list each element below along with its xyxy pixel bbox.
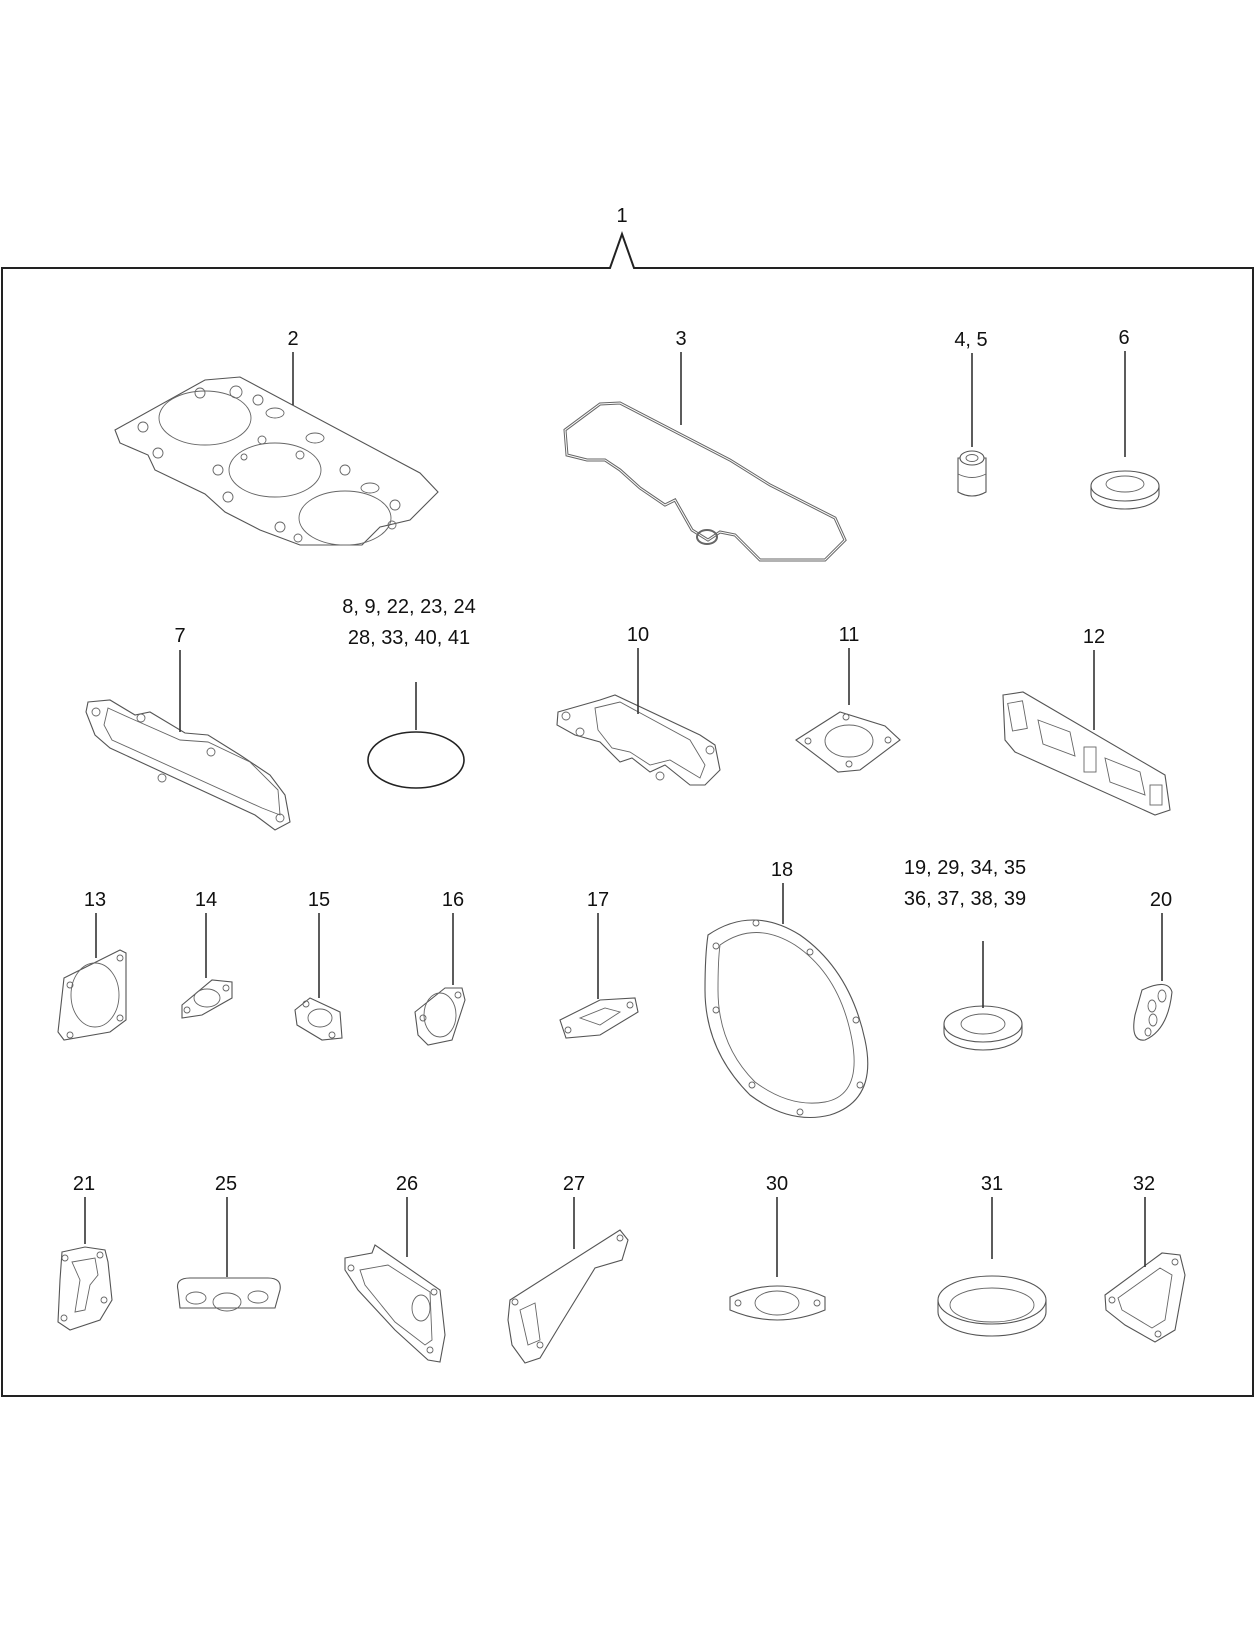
callout-number[interactable]: 3 <box>675 328 686 350</box>
gear-case-gasket-icon[interactable] <box>704 919 869 1118</box>
square-flange-gasket-icon[interactable] <box>57 949 127 1041</box>
callout-number[interactable]: 20 <box>1150 889 1172 911</box>
callout-number[interactable]: 16 <box>442 889 464 911</box>
oil-seal-icon[interactable] <box>1090 470 1160 510</box>
callout-number[interactable]: 25 <box>215 1173 237 1195</box>
callout-number[interactable]: 36, 37, 38, 39 <box>904 888 1026 910</box>
callout-number[interactable]: 31 <box>981 1173 1003 1195</box>
callout-number[interactable]: 18 <box>771 859 793 881</box>
callout-6[interactable]: 6 <box>1118 327 1130 457</box>
callout-12[interactable]: 12 <box>1083 626 1105 730</box>
callout-number[interactable]: 30 <box>766 1173 788 1195</box>
callout-labels: 2 3 4, 5 6 7 8, 9, 22, 23, 24 28, 33, 40, 41 10… <box>73 327 1172 1277</box>
callout-25[interactable]: 25 <box>215 1173 237 1277</box>
callout-number[interactable]: 14 <box>195 889 217 911</box>
callout-21[interactable]: 21 <box>73 1173 95 1244</box>
callout-14[interactable]: 14 <box>195 889 217 978</box>
small-flange-gasket-icon[interactable] <box>294 997 343 1041</box>
callout-number[interactable]: 8, 9, 22, 23, 24 <box>342 596 475 618</box>
o-ring-icon[interactable] <box>367 731 465 789</box>
callout-number[interactable]: 6 <box>1118 327 1129 349</box>
callout-number[interactable]: 10 <box>627 624 649 646</box>
part-drawings <box>57 376 1186 1364</box>
callout-17[interactable]: 17 <box>587 889 609 999</box>
callout-16[interactable]: 16 <box>442 889 464 985</box>
callout-number[interactable]: 28, 33, 40, 41 <box>348 627 470 649</box>
valve-stem-seal-icon[interactable] <box>957 450 987 497</box>
callout-number[interactable]: 26 <box>396 1173 418 1195</box>
callout-number[interactable]: 17 <box>587 889 609 911</box>
callout-11[interactable]: 11 <box>839 624 860 705</box>
callout-27[interactable]: 27 <box>563 1173 585 1249</box>
callout-number[interactable]: 7 <box>174 625 185 647</box>
callout-15[interactable]: 15 <box>308 889 330 998</box>
callout-3[interactable]: 3 <box>675 328 687 425</box>
cylinder-head-gasket-icon[interactable] <box>114 376 439 546</box>
callout-13[interactable]: 13 <box>84 889 106 958</box>
callout-2[interactable]: 2 <box>287 328 299 405</box>
callout-number[interactable]: 15 <box>308 889 330 911</box>
rectangular-flange-gasket-icon[interactable] <box>559 997 639 1039</box>
callout-31[interactable]: 31 <box>981 1173 1003 1259</box>
callout-number[interactable]: 11 <box>839 624 860 646</box>
callout-number[interactable]: 32 <box>1133 1173 1155 1195</box>
thermostat-gasket-icon[interactable] <box>414 987 466 1046</box>
oval-three-hole-gasket-icon[interactable] <box>176 1277 281 1312</box>
callout-4-5[interactable]: 4, 5 <box>954 329 988 447</box>
water-pump-gasket-small-icon[interactable] <box>1133 983 1173 1041</box>
callout-number[interactable]: 19, 29, 34, 35 <box>904 857 1026 879</box>
exhaust-manifold-gasket-icon[interactable] <box>1002 691 1171 816</box>
callout-8-9-22-23-24-28-33-40-41[interactable]: 8, 9, 22, 23, 24 28, 33, 40, 41 <box>342 596 476 730</box>
oil-cooler-gasket-icon[interactable] <box>57 1246 113 1331</box>
intake-manifold-gasket-icon[interactable] <box>85 699 291 831</box>
callout-20[interactable]: 20 <box>1150 889 1172 981</box>
flange-gasket-square-icon[interactable] <box>795 711 901 773</box>
cover-gasket-icon[interactable] <box>1104 1252 1186 1343</box>
kit-frame: 1 <box>1 205 1254 1397</box>
seal-ring-icon[interactable] <box>943 1005 1023 1051</box>
rocker-gasket-icon[interactable] <box>556 694 721 786</box>
callout-7[interactable]: 7 <box>174 625 186 732</box>
large-seal-ring-icon[interactable] <box>937 1275 1047 1337</box>
callout-number[interactable]: 27 <box>563 1173 585 1195</box>
kit-label[interactable]: 1 <box>616 205 627 227</box>
callout-18[interactable]: 18 <box>771 859 793 924</box>
water-pump-gasket-icon[interactable] <box>344 1244 446 1363</box>
callout-30[interactable]: 30 <box>766 1173 788 1277</box>
callout-number[interactable]: 12 <box>1083 626 1105 648</box>
callout-number[interactable]: 2 <box>287 328 298 350</box>
callout-10[interactable]: 10 <box>627 624 649 714</box>
valve-cover-gasket-icon[interactable] <box>563 401 847 562</box>
callout-19-29-34-35-36-37-38-39[interactable]: 19, 29, 34, 35 36, 37, 38, 39 <box>904 857 1026 1008</box>
bracket-gasket-icon[interactable] <box>507 1229 629 1364</box>
callout-32[interactable]: 32 <box>1133 1173 1155 1267</box>
callout-number[interactable]: 13 <box>84 889 106 911</box>
oval-flange-gasket-icon[interactable] <box>181 979 233 1019</box>
callout-number[interactable]: 21 <box>73 1173 95 1195</box>
callout-number[interactable]: 4, 5 <box>954 329 987 351</box>
callout-26[interactable]: 26 <box>396 1173 418 1257</box>
oval-port-gasket-icon[interactable] <box>729 1285 826 1321</box>
